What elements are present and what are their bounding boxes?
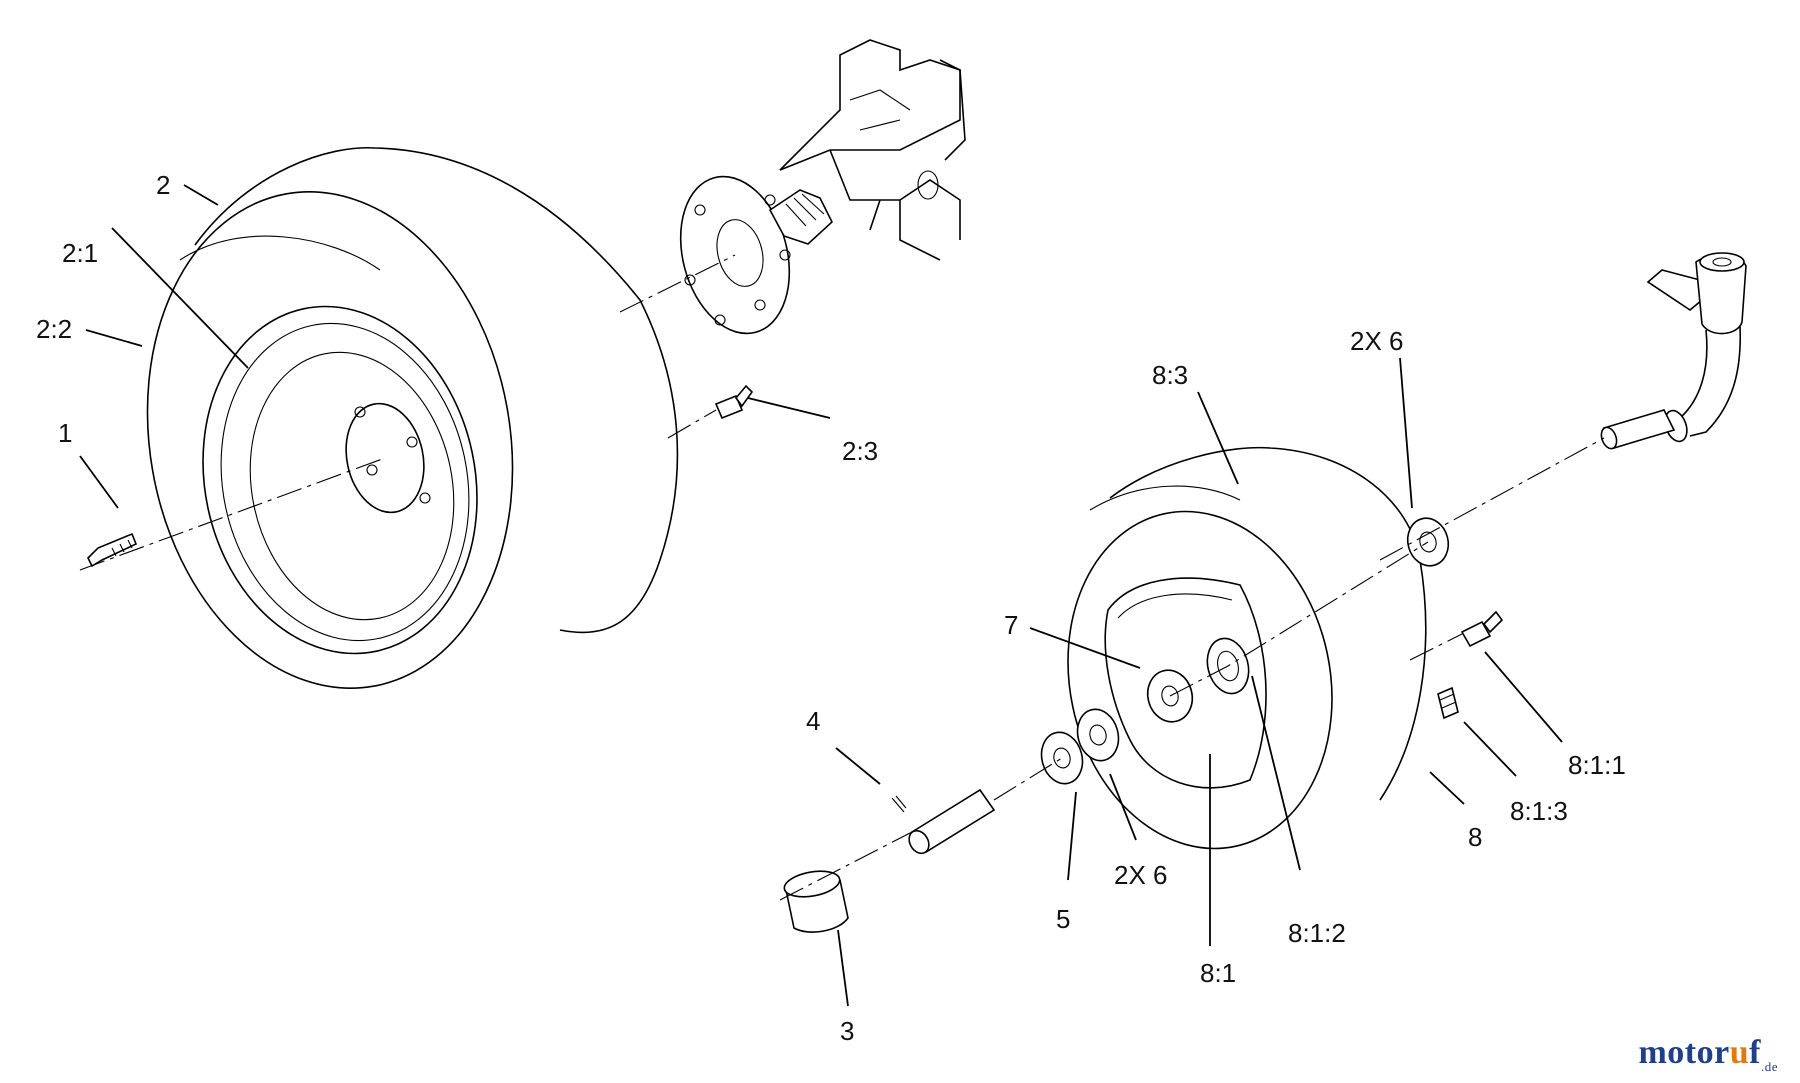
callout-8-1-2: 8:1:2 xyxy=(1288,918,1346,948)
callout-8-3: 8:3 xyxy=(1152,360,1188,390)
callout-8-1-1: 8:1:1 xyxy=(1568,750,1626,780)
callout-8-1: 8:1 xyxy=(1200,958,1236,988)
valve-stem xyxy=(714,384,754,420)
washer-5 xyxy=(1040,731,1084,785)
callout-2-3: 2:3 xyxy=(842,436,878,466)
callout-2-2: 2:2 xyxy=(36,314,72,344)
washer-lower xyxy=(1076,708,1120,762)
callout-8-1-3: 8:1:3 xyxy=(1510,796,1568,826)
callout-5: 5 xyxy=(1056,904,1070,934)
axle-spindle xyxy=(768,189,833,245)
axle-housing xyxy=(779,39,966,261)
callout-labels: 1 2 2:1 2:2 2:3 3 4 5 2X 6 7 8 8:1 8:1:1… xyxy=(36,170,1626,1046)
caster-axle-pin xyxy=(1600,409,1676,450)
site-watermark-logo: motoruf.de xyxy=(1638,1034,1778,1074)
spacer-tube xyxy=(908,788,996,855)
valve-stem-caster xyxy=(1460,610,1504,648)
bolt xyxy=(87,532,138,568)
callout-2x6-upper: 2X 6 xyxy=(1350,326,1404,356)
callout-2x6-lower: 2X 6 xyxy=(1114,860,1168,890)
left-tire xyxy=(146,146,679,689)
callout-8: 8 xyxy=(1468,822,1482,852)
leader-lines xyxy=(79,184,1563,1007)
grease-fitting xyxy=(1437,686,1459,720)
callout-3: 3 xyxy=(840,1016,854,1046)
dust-cap xyxy=(783,870,849,933)
centerlines xyxy=(79,254,1605,901)
callout-7: 7 xyxy=(1004,610,1018,640)
callout-2: 2 xyxy=(156,170,170,200)
callout-2-1: 2:1 xyxy=(62,238,98,268)
caster-fork xyxy=(1646,252,1747,443)
cotter-pin xyxy=(891,795,907,813)
callout-1: 1 xyxy=(58,418,72,448)
callout-4: 4 xyxy=(806,706,820,736)
